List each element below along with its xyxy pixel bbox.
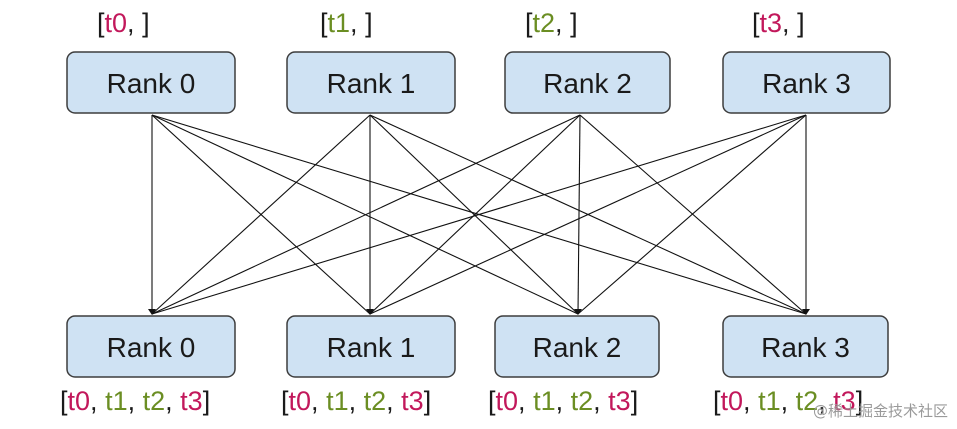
- top-rank-3-label: Rank 3: [762, 68, 851, 99]
- bottom-ranks: Rank 0 Rank 1 Rank 2 Rank 3: [66, 315, 889, 378]
- top-rank-2-label: Rank 2: [543, 68, 632, 99]
- edge-rank2-to-rank0: [151, 114, 581, 315]
- bottom-tensor-tags: [t0, t1, t2, t3] [t0, t1, t2, t3] [t0, t1,…: [60, 386, 863, 416]
- bottom-rank-3-box: [722, 315, 889, 378]
- bottom-rank-1-box: [286, 315, 456, 378]
- arrowhead-rank0: [148, 309, 156, 315]
- watermark: @稀土掘金技术社区: [813, 402, 948, 420]
- top-rank-0-box: [66, 51, 236, 114]
- top-rank-2-box: [504, 51, 671, 114]
- top-ranks: Rank 0 Rank 1 Rank 2 Rank 3: [66, 51, 891, 114]
- bottom-rank-3-tensors: [t0, t1, t2, t3]: [713, 386, 863, 416]
- bottom-rank-2-label: Rank 2: [533, 332, 622, 363]
- bottom-rank-2-box: [494, 315, 660, 378]
- top-rank-1-label: Rank 1: [327, 68, 416, 99]
- arrowhead-rank1: [366, 309, 374, 315]
- top-rank-3-box: [722, 51, 891, 114]
- edges: [148, 114, 810, 315]
- arrowhead-rank3: [802, 309, 810, 315]
- bottom-rank-0-tensors: [t0, t1, t2, t3]: [60, 386, 210, 416]
- top-rank-1-box: [286, 51, 456, 114]
- edge-rank3-to-rank0: [151, 114, 807, 315]
- arrowhead-rank2: [574, 309, 582, 315]
- edge-rank3-to-rank2: [577, 114, 807, 315]
- bottom-rank-2-tensors: [t0, t1, t2, t3]: [488, 386, 638, 416]
- edge-rank1-to-rank0: [151, 114, 371, 315]
- top-rank-2-tensors: [t2, ]: [525, 8, 578, 38]
- top-rank-0-label: Rank 0: [107, 68, 196, 99]
- edge-rank2-to-rank1: [369, 114, 581, 315]
- bottom-rank-0-label: Rank 0: [107, 332, 196, 363]
- edge-rank2-to-rank2: [577, 114, 581, 315]
- bottom-rank-3-label: Rank 3: [761, 332, 850, 363]
- edge-rank1-to-rank2: [369, 114, 579, 315]
- bottom-rank-1-tensors: [t0, t1, t2, t3]: [281, 386, 431, 416]
- top-tensor-tags: [t0, ] [t1, ] [t2, ] [t3, ]: [97, 8, 805, 38]
- bottom-rank-1-label: Rank 1: [327, 332, 416, 363]
- bottom-rank-0-box: [66, 315, 236, 378]
- top-rank-1-tensors: [t1, ]: [320, 8, 373, 38]
- edge-rank3-to-rank1: [369, 114, 807, 315]
- edge-rank2-to-rank3: [579, 114, 807, 315]
- top-rank-3-tensors: [t3, ]: [752, 8, 805, 38]
- top-rank-0-tensors: [t0, ]: [97, 8, 150, 38]
